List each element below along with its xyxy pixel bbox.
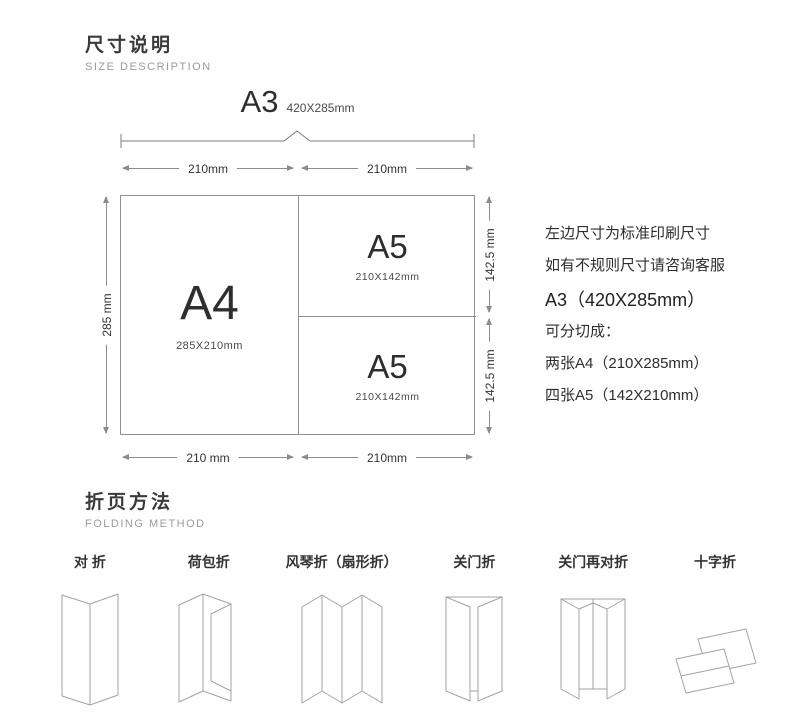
size-notes: 左边尺寸为标准印刷尺寸 如有不规则尺寸请咨询客服 A3（420X285mm） 可… xyxy=(545,222,725,416)
a5-top-panel-dimensions: 210X142mm xyxy=(355,270,420,283)
width-measure-top-left-label: 210mm xyxy=(178,162,238,176)
fold-method-cross-fold: 十字折 xyxy=(670,552,760,713)
roll-fold-label: 荷包折 xyxy=(187,554,230,570)
width-measure-top-right: 210mm xyxy=(301,162,473,176)
cross-fold-icon xyxy=(675,628,757,694)
a4-panel: A4 285X210mm xyxy=(121,196,298,436)
a4-panel-dimensions: 285X210mm xyxy=(176,340,243,352)
accordion-fold-icon xyxy=(301,594,383,704)
note-can-cut-into: 可分切成： xyxy=(545,323,621,340)
size-section-title: 尺寸说明 xyxy=(85,35,174,56)
a5-top-panel-label: A5 xyxy=(367,227,408,265)
a3-width-bracket xyxy=(120,130,475,148)
folding-section-title: 折页方法 xyxy=(85,492,174,513)
height-measure-left: 285 mm xyxy=(100,196,114,434)
half-fold-icon xyxy=(61,593,119,706)
fold-method-gate-half-fold: 关门再对折 xyxy=(551,552,635,713)
gate-half-fold-label: 关门再对折 xyxy=(558,554,629,570)
size-section-subtitle: SIZE DESCRIPTION xyxy=(85,61,212,73)
note-irregular-size: 如有不规则尺寸请咨询客服 xyxy=(545,257,726,274)
fold-method-half-fold: 对 折 xyxy=(48,552,132,713)
gate-fold-label: 关门折 xyxy=(453,554,496,570)
cross-fold-label: 十字折 xyxy=(693,554,736,570)
a3-label: A3 xyxy=(240,84,279,119)
a5-top-panel: A5 210X142mm xyxy=(299,196,476,316)
height-measure-left-label: 285 mm xyxy=(100,285,114,345)
width-measure-bottom-left-label: 210 mm xyxy=(177,451,239,465)
a3-sheet-diagram: A4 285X210mm A5 210X142mm A5 210X142mm xyxy=(120,195,476,436)
a5-bottom-panel-dimensions: 210X142mm xyxy=(355,391,420,403)
width-measure-bottom-right-label: 210mm xyxy=(357,451,417,465)
fold-method-roll-fold: 荷包折 xyxy=(167,552,251,713)
height-measure-right-bottom: 142.5 mm xyxy=(483,318,497,434)
height-measure-right-top: 142.5 mm xyxy=(483,196,497,313)
width-measure-bottom-left: 210 mm xyxy=(122,451,294,465)
folding-methods-row: 对 折 荷包折 风琴折（扇形折） 关门折 xyxy=(48,552,760,713)
height-measure-right-top-label: 142.5 mm xyxy=(483,219,497,290)
folding-section-subtitle: FOLDING METHOD xyxy=(85,518,206,530)
gate-fold-icon xyxy=(445,596,503,702)
a5-bottom-panel-label: A5 xyxy=(367,348,408,385)
horizontal-cut-line xyxy=(298,316,476,317)
width-measure-bottom-right: 210mm xyxy=(301,451,473,465)
gate-half-fold-icon xyxy=(560,598,626,700)
note-two-a4: 两张A4（210X285mm） xyxy=(545,355,709,372)
accordion-fold-label: 风琴折（扇形折） xyxy=(285,554,398,570)
width-measure-top-right-label: 210mm xyxy=(357,162,417,176)
fold-method-accordion-fold: 风琴折（扇形折） xyxy=(286,552,398,713)
note-standard-size: 左边尺寸为标准印刷尺寸 xyxy=(545,225,711,242)
half-fold-label: 对 折 xyxy=(74,554,106,570)
vertical-cut-line xyxy=(298,196,299,434)
width-measure-top-left: 210mm xyxy=(122,162,294,176)
roll-fold-icon xyxy=(178,593,232,703)
a5-bottom-panel: A5 210X142mm xyxy=(299,317,476,436)
a3-dimensions: 420X285mm xyxy=(286,101,355,115)
note-a3-size: A3（420X285mm） xyxy=(545,290,706,310)
note-four-a5: 四张A5（142X210mm） xyxy=(545,387,709,404)
fold-method-gate-fold: 关门折 xyxy=(432,552,516,713)
a3-overall-size: A3 420X285mm xyxy=(120,84,475,120)
height-measure-right-bottom-label: 142.5 mm xyxy=(483,341,497,411)
a4-panel-label: A4 xyxy=(180,277,239,330)
